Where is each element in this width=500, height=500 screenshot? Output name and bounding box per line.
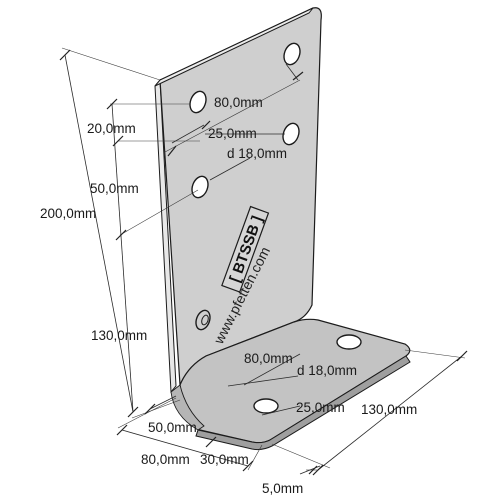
hole-icon xyxy=(253,398,279,414)
hole-icon xyxy=(282,122,300,146)
label-vertical-hole-diameter: d 18,0mm xyxy=(227,146,287,161)
dim-width xyxy=(121,429,249,467)
dimension-labels: 200,0mm 20,0mm 50,0mm 130,0mm 80,0mm 25,… xyxy=(40,95,417,496)
label-bend-offset: 30,0mm xyxy=(200,452,249,467)
hole-icon xyxy=(189,90,207,114)
vertical-plate-top-rim xyxy=(154,7,314,87)
label-base-edge-offset: 25,0mm xyxy=(296,400,345,415)
base-plate-holes xyxy=(253,334,362,414)
label-base-hole-diameter: d 18,0mm xyxy=(297,363,357,378)
label-thickness: 5,0mm xyxy=(262,481,303,496)
hole-icon xyxy=(191,175,209,199)
label-top-hole-offset: 20,0mm xyxy=(87,121,136,136)
dim-base-depth xyxy=(317,355,463,471)
label-hole-spacing-vertical: 50,0mm xyxy=(90,181,139,196)
hole-icon xyxy=(336,334,362,350)
base-plate-edge xyxy=(195,355,411,451)
hole-icon xyxy=(283,42,301,66)
vertical-plate-holes xyxy=(189,42,301,199)
brand-logo-frame xyxy=(221,205,270,293)
label-front-offset: 50,0mm xyxy=(148,420,197,435)
label-vertical-hole-pitch: 80,0mm xyxy=(214,95,263,110)
dimension-lines xyxy=(59,47,468,476)
circle-c-icon xyxy=(195,309,211,331)
label-base-depth: 130,0mm xyxy=(361,402,417,417)
angle-bracket: [ BTSSB ] www.pfetten.com xyxy=(154,7,411,451)
label-width: 80,0mm xyxy=(141,452,190,467)
dim-left-column xyxy=(111,103,134,413)
label-base-hole-pitch: 80,0mm xyxy=(244,351,293,366)
label-lower-height: 130,0mm xyxy=(91,328,147,343)
dim-overall-height xyxy=(64,54,134,413)
label-overall-height: 200,0mm xyxy=(40,206,96,221)
label-vertical-edge-offset: 25,0mm xyxy=(208,126,257,141)
